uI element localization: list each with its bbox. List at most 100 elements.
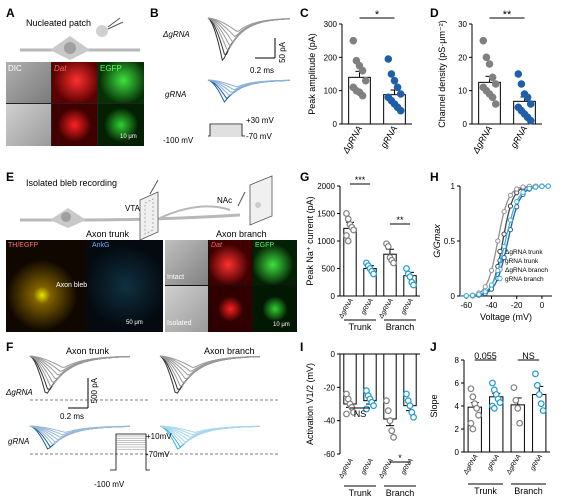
data-point xyxy=(482,53,491,62)
data-point xyxy=(467,419,475,427)
data-point xyxy=(479,36,488,45)
y-tick-label: 30 xyxy=(458,20,467,29)
category-label: ΔgRNA xyxy=(340,124,364,156)
x-tick-label: -20 xyxy=(511,301,523,310)
b-scale-v: 50 pA xyxy=(278,42,287,63)
y-tick-label: 20 xyxy=(458,53,467,62)
data-point xyxy=(406,273,414,281)
data-point xyxy=(485,60,494,68)
panel-a-title: Nucleated patch xyxy=(26,18,92,28)
trace-dgrna xyxy=(29,355,131,383)
f-protocol-lo: -70mV xyxy=(146,450,170,459)
sig-label: NS xyxy=(354,409,367,419)
micrograph-grid-a: DIC Dat EGFP 10 μm xyxy=(6,62,144,146)
data-point xyxy=(501,243,507,250)
y-tick-label: 1500 xyxy=(317,210,335,219)
data-point xyxy=(491,80,500,88)
data-point xyxy=(501,209,507,215)
b-cond1: ΔgRNA xyxy=(163,30,190,39)
data-point xyxy=(343,210,350,217)
trace-grna xyxy=(207,79,290,88)
y-tick-label: 10 xyxy=(458,87,467,96)
y-tick-label: 100 xyxy=(324,87,338,96)
data-point xyxy=(344,237,352,245)
category-label: gRNA xyxy=(509,124,530,150)
data-point xyxy=(517,80,526,88)
e-ankg: AnkG xyxy=(92,242,110,249)
y-tick-label: 0 xyxy=(451,292,456,301)
data-point xyxy=(545,183,551,189)
group-label: Branch xyxy=(514,486,543,496)
legend-marker xyxy=(497,248,503,255)
data-point xyxy=(473,404,481,412)
data-point xyxy=(384,55,393,63)
y-tick-label: 0 xyxy=(333,120,338,129)
y-tick-label: 0.5 xyxy=(444,237,456,246)
legend-marker xyxy=(497,275,503,282)
label-dic: DIC xyxy=(8,64,22,73)
data-point xyxy=(469,425,477,433)
e-branch: Axon branch xyxy=(216,229,267,239)
y-tick-label: 1 xyxy=(451,182,456,191)
data-point xyxy=(496,399,504,406)
category-label: ΔgRNA xyxy=(377,458,394,481)
data-point xyxy=(350,408,357,416)
e-dat: Dat xyxy=(211,242,222,249)
data-point xyxy=(539,183,545,189)
data-point xyxy=(514,186,520,192)
category-label: gRNA xyxy=(529,454,544,473)
y-tick-label: 0 xyxy=(331,350,336,359)
category-label: ΔgRNA xyxy=(470,124,494,156)
panel-letter-h: H xyxy=(430,170,439,184)
data-point xyxy=(390,259,397,267)
data-point xyxy=(388,427,396,435)
data-point xyxy=(343,232,350,239)
data-point xyxy=(533,381,541,389)
e-scalebar2: 10 μm xyxy=(273,322,290,328)
data-point xyxy=(526,185,532,192)
f-branch: Axon branch xyxy=(204,346,255,356)
data-point xyxy=(495,267,501,274)
data-point xyxy=(482,289,488,295)
y-tick-label: 200 xyxy=(324,53,338,62)
data-point xyxy=(344,215,352,223)
traces-f xyxy=(29,355,280,471)
trace-grna xyxy=(159,425,260,433)
category-label: gRNA xyxy=(360,458,375,477)
panel-letter-c: C xyxy=(300,6,309,20)
data-point xyxy=(537,400,545,408)
label-dat: Dat xyxy=(54,64,67,73)
sig-label: NS xyxy=(522,351,535,361)
data-point xyxy=(488,282,495,288)
data-point xyxy=(490,404,498,412)
data-point xyxy=(403,390,410,398)
data-point xyxy=(507,192,514,198)
e-title: Isolated bleb recording xyxy=(26,178,118,188)
data-point xyxy=(510,384,518,391)
e-vta: VTA xyxy=(125,204,140,213)
data-point xyxy=(349,36,358,45)
category-label: ΔgRNA xyxy=(337,458,354,481)
trace-dgrna xyxy=(207,17,290,32)
e-isolated: Isolated xyxy=(167,320,192,327)
data-point xyxy=(358,91,367,100)
data-point xyxy=(533,184,539,190)
data-point xyxy=(386,417,394,425)
f-protocol-hold: -100 mV xyxy=(94,480,125,489)
data-point xyxy=(491,100,500,108)
group-label: Trunk xyxy=(474,486,497,496)
trace-grna xyxy=(29,425,130,433)
y-axis-label: Slope xyxy=(430,394,439,417)
data-point xyxy=(469,393,477,401)
data-point xyxy=(526,100,535,108)
b-protocol-lo: -70 mV xyxy=(246,132,272,141)
data-point xyxy=(532,370,539,378)
data-point xyxy=(495,238,501,244)
category-label: gRNA xyxy=(486,454,501,473)
data-point xyxy=(482,284,488,290)
data-point xyxy=(463,293,469,299)
